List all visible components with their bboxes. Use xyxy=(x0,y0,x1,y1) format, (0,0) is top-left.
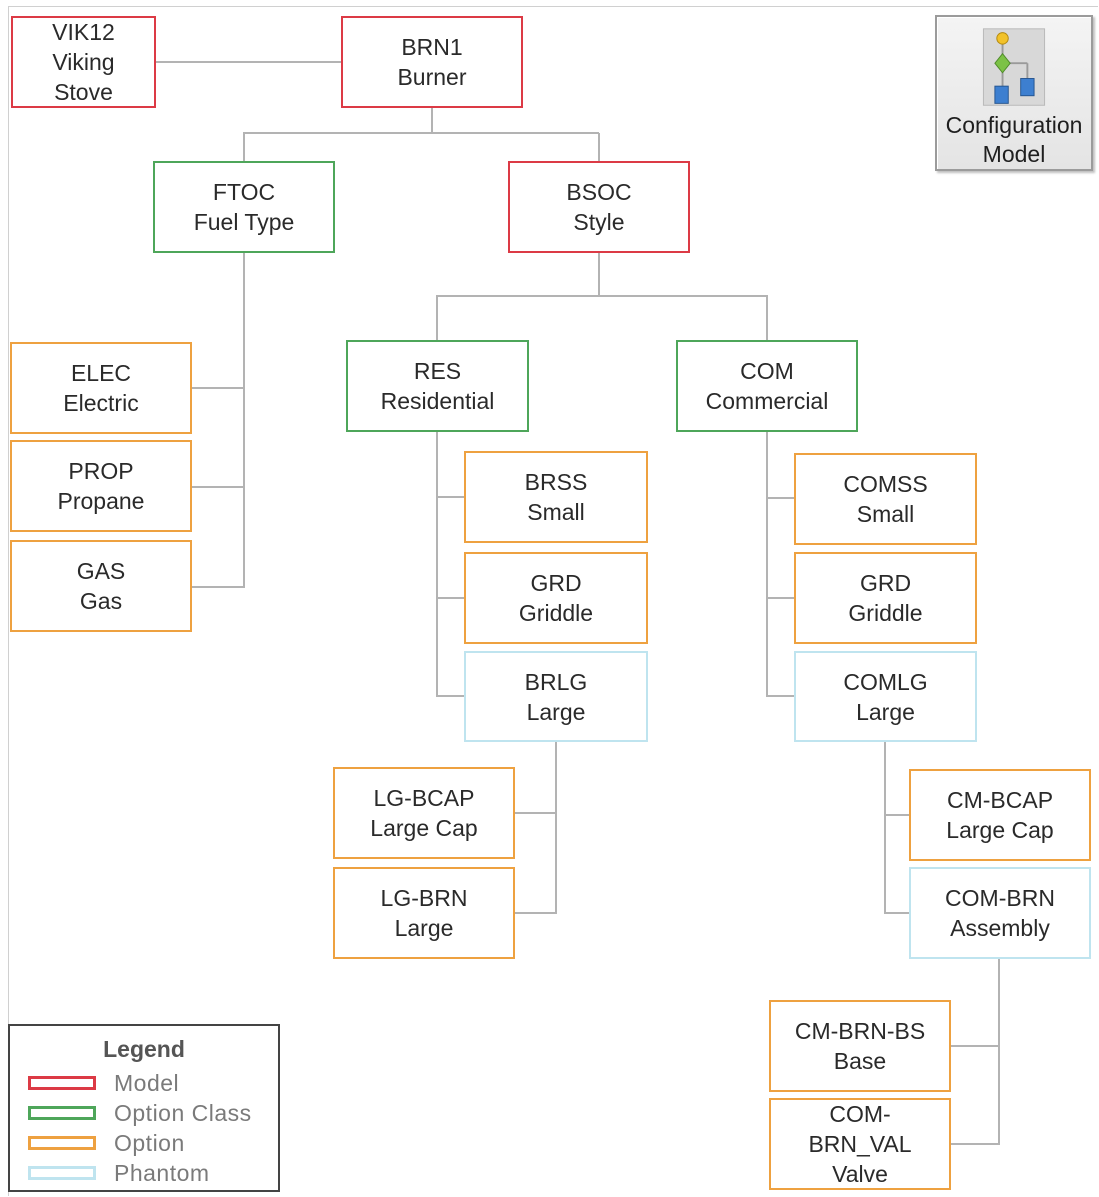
node-brlg[interactable]: BRLG Large xyxy=(464,651,648,742)
node-code: BSOC xyxy=(566,179,632,205)
node-comlg[interactable]: COMLG Large xyxy=(794,651,977,742)
node-name: Commercial xyxy=(705,388,829,414)
node-name-line2: Stove xyxy=(54,79,113,105)
connector-ftoc-options xyxy=(190,252,245,588)
legend-swatch-option xyxy=(28,1136,96,1150)
node-name: Fuel Type xyxy=(193,209,295,235)
legend-swatch-model xyxy=(28,1076,96,1090)
legend-label-option: Option xyxy=(114,1129,185,1156)
node-name: Style xyxy=(573,209,625,235)
legend-item-option-class: Option Class xyxy=(28,1098,252,1128)
node-res[interactable]: RES Residential xyxy=(346,340,529,432)
node-code: LG-BRN xyxy=(380,885,468,911)
legend: Legend Model Option Class Option Phantom xyxy=(8,1024,280,1192)
legend-label-option-class: Option Class xyxy=(114,1099,252,1126)
node-com-brn-val[interactable]: COM- BRN_VAL Valve xyxy=(769,1098,951,1190)
connector-res-options xyxy=(436,431,465,697)
node-grd-res[interactable]: GRD Griddle xyxy=(464,552,648,644)
configuration-model-button[interactable]: Configuration Model xyxy=(935,15,1093,171)
legend-label-model: Model xyxy=(114,1069,180,1096)
node-com[interactable]: COM Commercial xyxy=(676,340,858,432)
node-elec[interactable]: ELEC Electric xyxy=(10,342,192,434)
node-code: GAS xyxy=(76,558,126,584)
node-code: CM-BRN-BS xyxy=(794,1018,926,1044)
node-name: Large Cap xyxy=(370,815,478,841)
node-bsoc[interactable]: BSOC Style xyxy=(508,161,690,253)
connector-comlg-options xyxy=(884,741,910,914)
legend-swatch-phantom xyxy=(28,1166,96,1180)
node-prop[interactable]: PROP Propane xyxy=(10,440,192,532)
node-gas[interactable]: GAS Gas xyxy=(10,540,192,632)
node-name: Griddle xyxy=(518,600,594,626)
configuration-model-label-line1: Configuration xyxy=(945,112,1083,138)
node-name: Gas xyxy=(79,588,123,614)
node-code-line2: BRN_VAL xyxy=(808,1131,912,1157)
node-comss[interactable]: COMSS Small xyxy=(794,453,977,545)
legend-label-phantom: Phantom xyxy=(114,1159,210,1186)
connector-brlg-options xyxy=(514,741,557,914)
node-code: PROP xyxy=(68,458,134,484)
node-code: RES xyxy=(413,358,462,384)
node-name: Assembly xyxy=(950,915,1050,941)
node-code: BRSS xyxy=(524,469,588,495)
node-cm-brn-bs[interactable]: CM-BRN-BS Base xyxy=(769,1000,951,1092)
node-name: Propane xyxy=(57,488,145,514)
node-name: Large xyxy=(526,698,586,725)
legend-title: Legend xyxy=(103,1036,185,1062)
legend-item-option: Option xyxy=(28,1128,185,1158)
node-lg-brn[interactable]: LG-BRN Large xyxy=(333,867,515,959)
node-name: Large Cap xyxy=(946,817,1054,843)
configuration-model-label: Configuration Model xyxy=(946,111,1083,169)
node-code: COM xyxy=(740,358,794,384)
node-code: GRD xyxy=(859,570,912,596)
node-code: GRD xyxy=(530,570,582,596)
node-name: Electric xyxy=(63,390,139,416)
connector-com-options xyxy=(766,431,795,697)
node-code: COM-BRN xyxy=(945,885,1055,911)
node-code: BRN1 xyxy=(401,34,463,60)
node-code: FTOC xyxy=(212,179,276,205)
node-name: Residential xyxy=(380,388,495,414)
node-name-line1: Viking xyxy=(52,49,115,75)
node-code: BRLG xyxy=(524,668,588,695)
node-cm-bcap[interactable]: CM-BCAP Large Cap xyxy=(909,769,1091,861)
connector-bsoc-com xyxy=(599,295,768,341)
diagram-frame xyxy=(8,6,1098,1196)
node-brss[interactable]: BRSS Small xyxy=(464,451,648,543)
legend-item-model: Model xyxy=(28,1068,179,1098)
node-name: Large xyxy=(856,698,915,725)
configuration-model-icon xyxy=(982,28,1046,106)
legend-item-phantom: Phantom xyxy=(28,1158,210,1188)
node-com-brn[interactable]: COM-BRN Assembly xyxy=(909,867,1091,959)
node-name: Small xyxy=(856,501,915,527)
node-code-line1: COM- xyxy=(829,1101,891,1127)
node-name: Valve xyxy=(832,1161,888,1187)
configuration-model-label-line2: Model xyxy=(982,141,1046,167)
node-code: COMLG xyxy=(843,668,928,695)
node-vik12[interactable]: VIK12 Viking Stove xyxy=(11,16,156,108)
node-grd-com[interactable]: GRD Griddle xyxy=(794,552,977,644)
connector-brn1-children xyxy=(243,107,433,162)
node-name: Griddle xyxy=(848,600,923,626)
node-ftoc[interactable]: FTOC Fuel Type xyxy=(153,161,335,253)
node-code: CM-BCAP xyxy=(946,787,1054,813)
node-code: LG-BCAP xyxy=(373,785,475,811)
node-name: Burner xyxy=(397,64,467,90)
node-code: COMSS xyxy=(843,471,928,497)
node-name: Small xyxy=(527,499,585,525)
node-name: Large xyxy=(394,915,454,941)
node-code: VIK12 xyxy=(52,19,115,45)
legend-swatch-option-class xyxy=(28,1106,96,1120)
node-name: Base xyxy=(833,1048,887,1074)
connector-com-brn-options xyxy=(950,958,1000,1145)
node-code: ELEC xyxy=(70,360,132,386)
node-lg-bcap[interactable]: LG-BCAP Large Cap xyxy=(333,767,515,859)
node-brn1[interactable]: BRN1 Burner xyxy=(341,16,523,108)
connector-bsoc-children xyxy=(436,252,600,341)
